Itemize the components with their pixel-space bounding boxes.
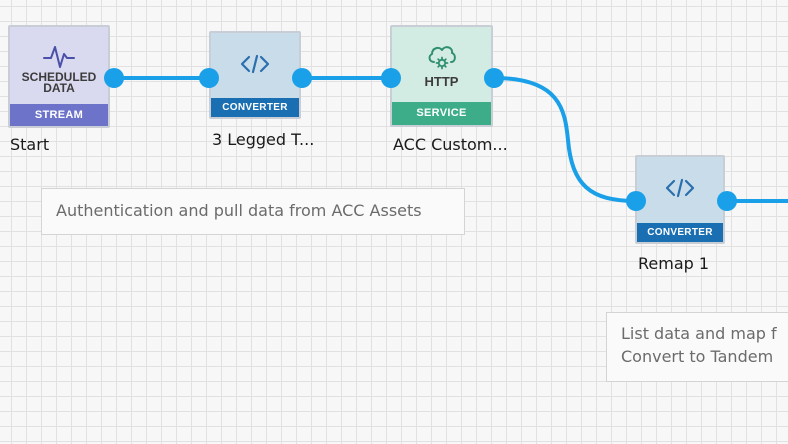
node-label-start[interactable]: Start — [10, 135, 50, 154]
node-title-line2: DATA — [43, 80, 75, 95]
note-text-line1: List data and map f — [621, 324, 777, 343]
node-scheduled-data[interactable]: SCHEDULED DATA STREAM — [8, 25, 110, 128]
node-category-badge: CONVERTER — [211, 98, 299, 117]
node-title-line1: SCHEDULED — [21, 69, 97, 84]
node-title: HTTP — [424, 74, 459, 89]
code-brackets-icon — [665, 177, 695, 203]
node-3-legged-converter[interactable]: CONVERTER — [209, 31, 301, 119]
comment-note-list-data[interactable]: List data and map f Convert to Tandem — [606, 312, 788, 382]
node-remap-converter[interactable]: CONVERTER — [635, 155, 725, 244]
cloud-gear-icon — [425, 42, 459, 72]
node-label-acc-custom[interactable]: ACC Custom... — [393, 135, 508, 154]
comment-note-authentication[interactable]: Authentication and pull data from ACC As… — [41, 188, 465, 235]
note-text-line2: Convert to Tandem — [621, 347, 774, 366]
node-label-remap[interactable]: Remap 1 — [638, 254, 710, 273]
node-category-badge: STREAM — [10, 104, 108, 126]
node-http-service[interactable]: HTTP SERVICE — [390, 25, 493, 127]
code-brackets-icon — [240, 53, 270, 79]
node-label-3-legged[interactable]: 3 Legged T... — [212, 130, 315, 149]
note-text: Authentication and pull data from ACC As… — [56, 201, 422, 220]
node-category-badge: SERVICE — [392, 102, 491, 125]
connection-http-to-remap — [493, 76, 637, 203]
pulse-waveform-icon — [42, 42, 76, 72]
node-category-badge: CONVERTER — [637, 223, 723, 242]
